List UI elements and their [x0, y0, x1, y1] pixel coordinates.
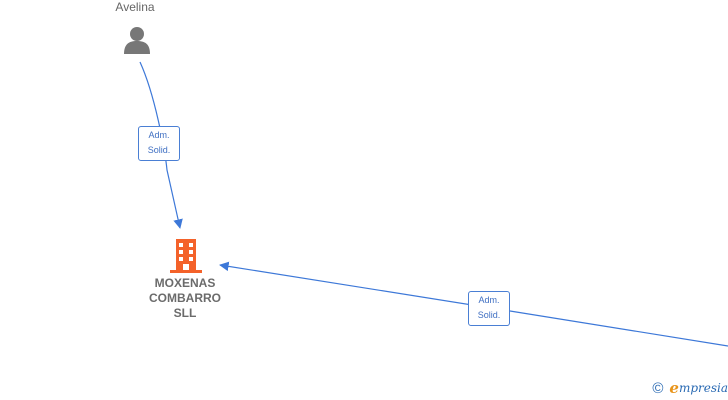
role-label-line-2: Solid.: [147, 145, 171, 155]
person-name[interactable]: Avelina: [115, 0, 155, 14]
company-name-line-1: MOXENAS: [154, 276, 216, 290]
role-label-person: Adm. Solid.: [138, 126, 180, 161]
role-label-offscreen: Adm. Solid.: [468, 291, 510, 326]
edge-offscreen-to-company: [219, 261, 728, 347]
company-name-line-3: SLL: [173, 306, 197, 320]
role-label-line-2: Solid.: [477, 310, 501, 320]
empresia-watermark: © e mpresia: [652, 378, 728, 398]
person-icon[interactable]: [121, 24, 153, 56]
brand-name: mpresia: [678, 381, 728, 395]
copyright-icon: ©: [652, 379, 664, 397]
company-name-line-2: COMBARRO: [149, 291, 221, 305]
role-label-line-1: Adm.: [148, 130, 170, 140]
role-label-line-1: Adm.: [478, 295, 500, 305]
company-name[interactable]: MOXENAS COMBARRO SLL: [134, 276, 236, 321]
brand-initial: e: [669, 379, 679, 397]
building-icon[interactable]: [169, 237, 203, 273]
